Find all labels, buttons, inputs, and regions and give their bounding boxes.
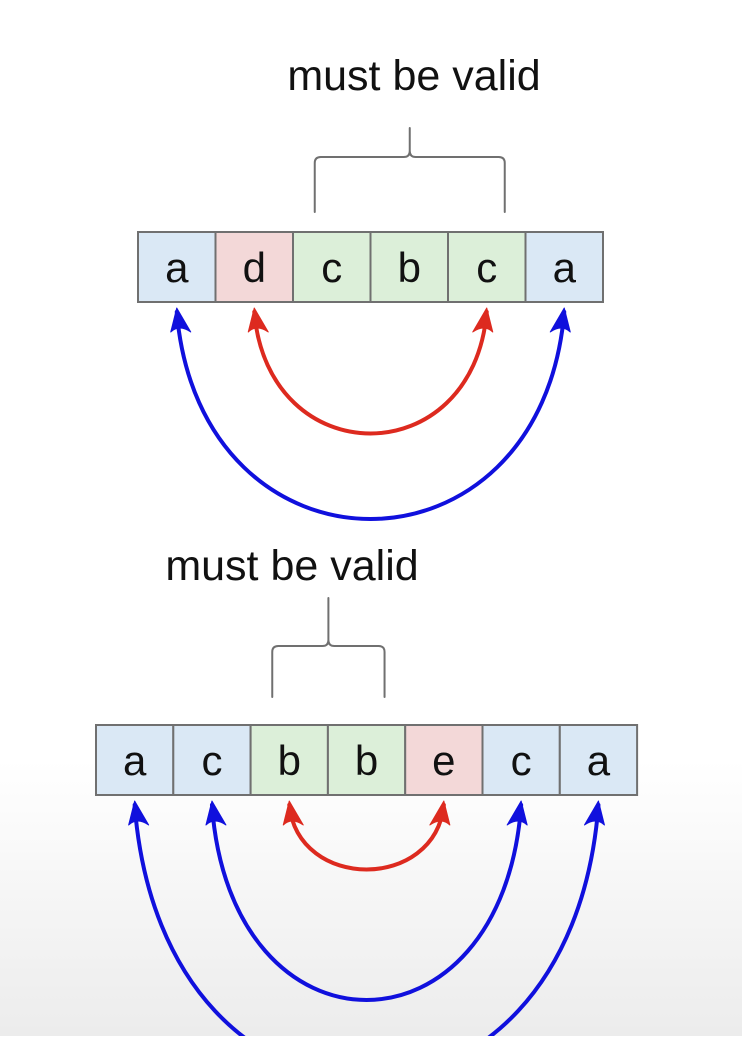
arc-2-1 <box>132 803 601 1041</box>
cell-1-1 <box>137 231 217 303</box>
cell-2-7 <box>558 724 639 796</box>
arc-2-2 <box>209 803 524 1002</box>
cell-char-2-3: b <box>278 737 301 784</box>
cell-char-1-2: d <box>243 244 266 291</box>
arrowhead-2-1-1 <box>128 800 150 826</box>
cell-char-1-4: b <box>398 244 421 291</box>
arrowhead-1-1-2 <box>549 307 571 333</box>
arc-1-1 <box>174 310 567 521</box>
cell-2-1 <box>95 724 175 796</box>
arrowhead-1-1-1 <box>170 307 192 333</box>
must-be-valid-label-2: must be valid <box>165 542 418 590</box>
arrowhead-2-1-2 <box>583 800 605 826</box>
cell-char-1-5: c <box>476 244 497 291</box>
cell-char-2-2: c <box>201 737 222 784</box>
cell-char-2-7: a <box>587 737 611 784</box>
cell-char-2-6: c <box>511 737 532 784</box>
cell-2-2 <box>172 724 252 796</box>
cell-1-5 <box>447 231 527 303</box>
arrowhead-2-3-2 <box>429 800 451 826</box>
cell-char-2-1: a <box>123 737 147 784</box>
arrowhead-1-2-1 <box>247 307 269 333</box>
brace-1 <box>313 127 506 213</box>
cell-char-1-3: c <box>321 244 342 291</box>
arrowhead-1-2-2 <box>472 307 494 333</box>
arc-1-2 <box>252 310 489 436</box>
arrowhead-2-2-2 <box>506 800 528 826</box>
cell-char-1-1: a <box>165 244 189 291</box>
cell-char-2-4: b <box>355 737 378 784</box>
arc-2-3 <box>287 803 446 872</box>
cell-1-6 <box>524 231 604 303</box>
diagram-2: a c b b e c a must be valid <box>95 542 639 1041</box>
brace-2 <box>271 597 386 698</box>
cell-char-2-5: e <box>432 737 455 784</box>
arrowhead-2-3-1 <box>282 800 304 826</box>
cell-2-4 <box>326 724 407 796</box>
cell-2-6 <box>481 724 561 796</box>
cell-2-3 <box>249 724 329 796</box>
arrowhead-2-2-1 <box>205 800 227 826</box>
diagram-1: a d c b c a must be valid <box>137 52 604 521</box>
cell-1-3 <box>292 231 372 303</box>
cell-1-2 <box>214 231 294 303</box>
cell-char-1-6: a <box>553 244 577 291</box>
must-be-valid-label-1: must be valid <box>287 52 540 100</box>
